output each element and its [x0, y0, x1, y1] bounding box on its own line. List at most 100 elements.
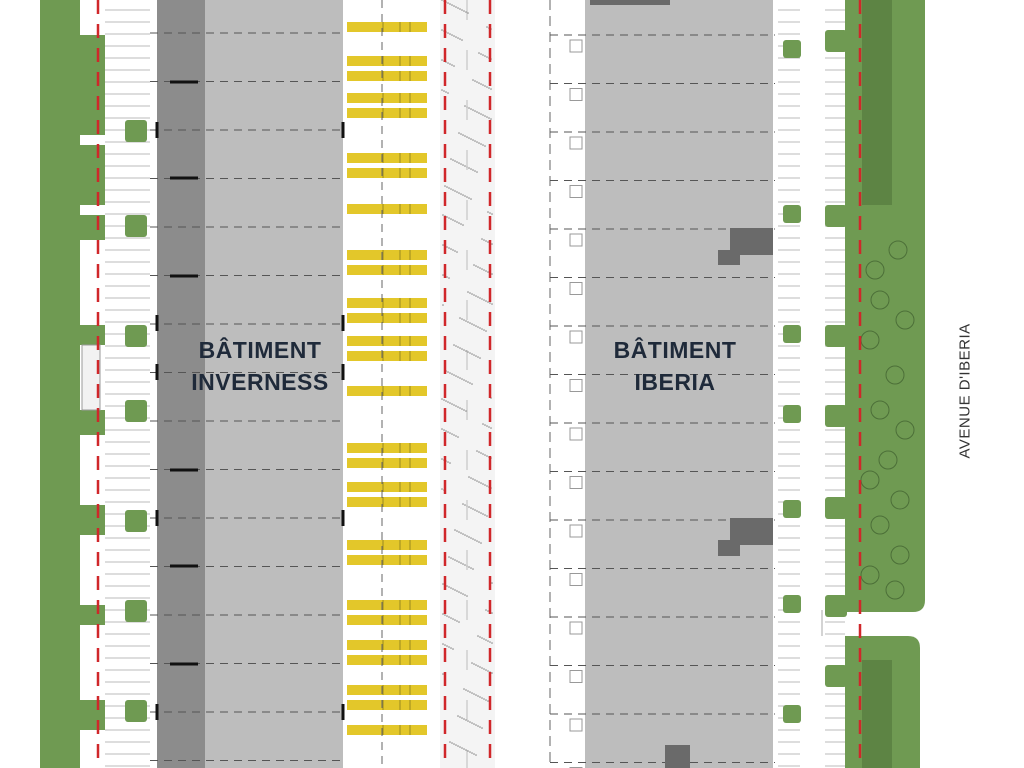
median-texture-dot: [466, 595, 468, 597]
median-texture-dot: [452, 189, 454, 191]
tree-symbol: [888, 240, 908, 260]
median-texture-dot: [454, 220, 456, 222]
median-texture-dot: [442, 583, 444, 585]
truck-parking-stall: [347, 540, 427, 550]
median-texture-dot: [470, 537, 472, 539]
truck-parking-stall: [347, 313, 427, 323]
median-texture-dot: [449, 33, 451, 35]
median-texture-dot: [441, 488, 443, 490]
median-texture-dot: [474, 80, 476, 82]
median-texture-dot: [488, 426, 490, 428]
median-texture-dot: [472, 478, 474, 480]
truck-parking-stall: [347, 700, 427, 710]
median-texture-dot: [449, 741, 451, 743]
median-texture-dot: [457, 346, 459, 348]
median-texture-dot: [479, 726, 481, 728]
median-texture-dot: [487, 640, 489, 642]
annex-bottom: [665, 745, 690, 768]
median-texture-dot: [460, 592, 462, 594]
planter: [125, 325, 147, 347]
median-texture-dot: [472, 508, 474, 510]
median-texture-dot: [470, 507, 472, 509]
median-texture-dot: [455, 744, 457, 746]
median-texture-dot: [485, 330, 487, 332]
median-texture-dot: [461, 318, 463, 320]
median-texture-dot: [478, 541, 480, 543]
median-texture-dot: [473, 753, 475, 755]
median-texture-dot: [451, 373, 453, 375]
median-texture-dot: [461, 717, 463, 719]
median-texture-dot: [455, 36, 457, 38]
median-texture-dot: [449, 3, 451, 5]
median-texture-dot: [479, 357, 481, 359]
median-texture-dot: [455, 345, 457, 347]
street-label: AVENUE D'IBERIA: [956, 323, 974, 459]
median-texture-dot: [441, 89, 443, 91]
median-texture-dot: [489, 302, 491, 304]
median-texture-dot: [441, 0, 443, 1]
median-texture-dot: [467, 321, 469, 323]
median-texture-dot: [474, 140, 476, 142]
median-texture-dot: [453, 374, 455, 376]
truck-parking-stall: [347, 615, 427, 625]
median-texture-dot: [451, 403, 453, 405]
median-texture-dot: [459, 377, 461, 379]
median-texture-dot: [475, 724, 477, 726]
median-texture-dot: [479, 636, 481, 638]
building-label-line1: BÂTIMENT: [613, 337, 737, 363]
median-texture-dot: [446, 186, 448, 188]
median-texture-dot: [441, 458, 443, 460]
median-texture-dot: [465, 11, 467, 13]
median-texture-dot: [456, 620, 458, 622]
median-texture-dot: [457, 406, 459, 408]
median-texture-dot: [488, 117, 490, 119]
median-texture-dot: [476, 81, 478, 83]
median-texture-dot: [462, 164, 464, 166]
median-texture-dot: [445, 400, 447, 402]
median-texture-dot: [483, 269, 485, 271]
median-texture-dot: [453, 344, 455, 346]
median-texture-dot: [473, 294, 475, 296]
median-texture-dot: [462, 533, 464, 535]
median-texture-dot: [447, 401, 449, 403]
median-texture-dot: [471, 383, 473, 385]
median-texture-dot: [452, 249, 454, 251]
hedge: [80, 35, 105, 135]
median-texture-dot: [461, 408, 463, 410]
planter: [783, 40, 801, 58]
median-texture-dot: [451, 4, 453, 6]
median-texture-dot: [487, 241, 489, 243]
median-texture-dot: [455, 405, 457, 407]
truck-parking-stall: [347, 725, 427, 735]
median-texture-dot: [460, 532, 462, 534]
median-texture-dot: [449, 63, 451, 65]
median-texture-dot: [491, 243, 493, 245]
truck-parking-stall: [347, 153, 427, 163]
planter: [825, 497, 847, 519]
median-texture-dot: [476, 171, 478, 173]
median-texture-dot: [481, 727, 483, 729]
median-texture-dot: [447, 431, 449, 433]
median-texture-dot: [477, 725, 479, 727]
median-texture-dot: [487, 271, 489, 273]
median-texture-dot: [456, 191, 458, 193]
median-texture-dot: [464, 564, 466, 566]
dock-leveler: [569, 185, 583, 198]
median-texture-dot: [463, 718, 465, 720]
hedge: [80, 505, 105, 535]
median-texture-dot: [475, 355, 477, 357]
median-texture-dot: [444, 644, 446, 646]
median-texture-dot: [490, 88, 492, 90]
median-texture-dot: [485, 300, 487, 302]
truck-parking-stall: [347, 93, 427, 103]
median-texture-dot: [466, 196, 468, 198]
median-texture-dot: [443, 90, 445, 92]
building-label-iberia: BÂTIMENT IBERIA: [575, 334, 775, 398]
median-texture-dot: [458, 162, 460, 164]
median-texture-dot: [464, 594, 466, 596]
truck-parking-stall: [347, 265, 427, 275]
median-texture-dot: [478, 52, 480, 54]
median-texture-dot: [466, 136, 468, 138]
median-texture-dot: [462, 593, 464, 595]
median-texture-dot: [442, 274, 444, 276]
